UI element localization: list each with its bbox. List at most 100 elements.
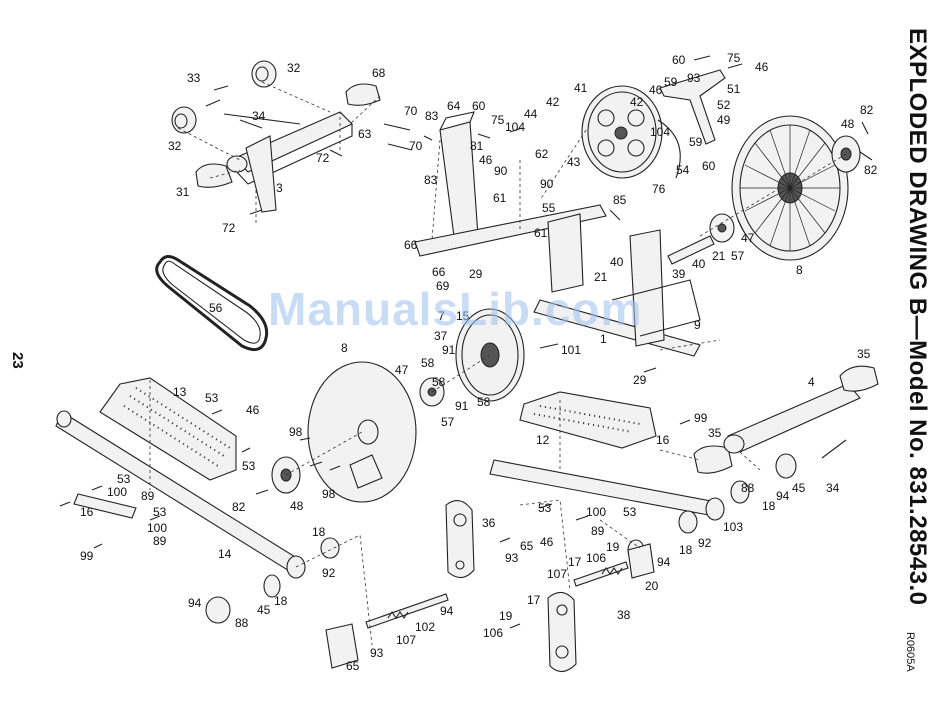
callout: 76 bbox=[652, 182, 666, 196]
callout: 65 bbox=[346, 659, 360, 673]
callout: 56 bbox=[209, 301, 223, 315]
callout: 107 bbox=[396, 633, 416, 647]
callout: 99 bbox=[694, 411, 708, 425]
part-flywheel-lower bbox=[307, 361, 417, 503]
callout: 53 bbox=[538, 501, 552, 515]
callout: 61 bbox=[493, 191, 507, 205]
callout: 51 bbox=[727, 82, 741, 96]
callout: 16 bbox=[656, 433, 670, 447]
callout: 75 bbox=[491, 113, 505, 127]
callout: 104 bbox=[505, 120, 525, 134]
callout: 53 bbox=[623, 505, 637, 519]
part-bracket-16-left bbox=[73, 493, 137, 519]
callout: 7 bbox=[438, 309, 445, 323]
callout: 8 bbox=[341, 341, 348, 355]
callout: 106 bbox=[586, 551, 606, 565]
callout: 3 bbox=[276, 181, 283, 195]
callout: 19 bbox=[499, 609, 513, 623]
callout: 66 bbox=[404, 238, 418, 252]
callout: 70 bbox=[409, 139, 423, 153]
callout: 88 bbox=[235, 616, 249, 630]
callout: 53 bbox=[153, 505, 167, 519]
callout: 33 bbox=[187, 71, 201, 85]
callout: 58 bbox=[421, 356, 435, 370]
part-axle-39 bbox=[667, 235, 715, 265]
callout: 60 bbox=[472, 99, 486, 113]
callout: 42 bbox=[630, 95, 644, 109]
part-wheel-cover-32-lower bbox=[171, 106, 197, 134]
callout: 57 bbox=[441, 415, 455, 429]
page-number: 23 bbox=[9, 352, 26, 369]
callout: 62 bbox=[535, 147, 549, 161]
callout: 60 bbox=[672, 53, 686, 67]
callout: 44 bbox=[524, 107, 538, 121]
callout: 32 bbox=[168, 139, 182, 153]
callout: 40 bbox=[610, 255, 624, 269]
callout: 52 bbox=[717, 98, 731, 112]
callout: 54 bbox=[676, 163, 690, 177]
callout: 93 bbox=[370, 646, 384, 660]
part-axle-17-upper bbox=[573, 561, 629, 587]
part-pulley-41 bbox=[581, 85, 663, 179]
callout: 104 bbox=[650, 125, 670, 139]
callout: 18 bbox=[679, 543, 693, 557]
callout: 36 bbox=[482, 516, 496, 530]
callout-labels: 33 32 68 34 32 70 83 64 60 75 104 44 42 … bbox=[80, 51, 878, 673]
callout: 47 bbox=[395, 363, 409, 377]
callout: 58 bbox=[477, 395, 491, 409]
callout: 103 bbox=[723, 520, 743, 534]
callout: 14 bbox=[218, 547, 232, 561]
part-axle-17-lower bbox=[365, 593, 449, 629]
part-pedal-arm-right bbox=[489, 459, 725, 521]
callout: 90 bbox=[494, 164, 508, 178]
callout: 106 bbox=[483, 626, 503, 640]
callout: 82 bbox=[860, 103, 874, 117]
callout: 29 bbox=[469, 267, 483, 281]
part-brake-shoe bbox=[657, 119, 681, 179]
part-brake-arm bbox=[659, 69, 726, 145]
callout: 91 bbox=[455, 399, 469, 413]
callout: 92 bbox=[698, 536, 712, 550]
callout: 16 bbox=[80, 505, 94, 519]
part-pedal-arm-left bbox=[55, 410, 306, 579]
callout: 65 bbox=[520, 539, 534, 553]
callout: 45 bbox=[792, 481, 806, 495]
callout: 46 bbox=[755, 60, 769, 74]
part-cover-68 bbox=[345, 83, 381, 106]
part-wheel-cover-32-upper bbox=[251, 60, 277, 88]
part-crank-38 bbox=[547, 591, 577, 673]
part-lower-crossbar bbox=[723, 383, 861, 454]
callout: 85 bbox=[613, 193, 627, 207]
callout: 101 bbox=[561, 343, 581, 357]
part-bracket-20-lower bbox=[325, 623, 359, 669]
callout: 32 bbox=[287, 61, 301, 75]
part-spring-19-lower bbox=[387, 611, 409, 619]
callout: 46 bbox=[540, 535, 554, 549]
callout: 64 bbox=[447, 99, 461, 113]
callout: 61 bbox=[534, 226, 548, 240]
callout: 34 bbox=[826, 481, 840, 495]
part-cover-31 bbox=[195, 163, 233, 188]
part-upper-crossbar bbox=[226, 111, 353, 213]
callout: 66 bbox=[432, 265, 446, 279]
callout: 82 bbox=[864, 163, 878, 177]
callout: 39 bbox=[672, 267, 686, 281]
callout: 40 bbox=[692, 257, 706, 271]
callout: 8 bbox=[796, 263, 803, 277]
part-flywheel-upper bbox=[731, 115, 849, 261]
callout: 83 bbox=[424, 173, 438, 187]
callout: 46 bbox=[649, 83, 663, 97]
callout: 99 bbox=[80, 549, 94, 563]
callout: 75 bbox=[727, 51, 741, 65]
callout: 18 bbox=[274, 594, 288, 608]
callout: 46 bbox=[479, 153, 493, 167]
callout: 29 bbox=[633, 373, 647, 387]
callout: 68 bbox=[372, 66, 386, 80]
part-main-frame bbox=[414, 204, 701, 357]
callout: 18 bbox=[762, 499, 776, 513]
part-crank-36 bbox=[445, 499, 475, 579]
callout: 107 bbox=[547, 567, 567, 581]
callout: 41 bbox=[574, 81, 588, 95]
